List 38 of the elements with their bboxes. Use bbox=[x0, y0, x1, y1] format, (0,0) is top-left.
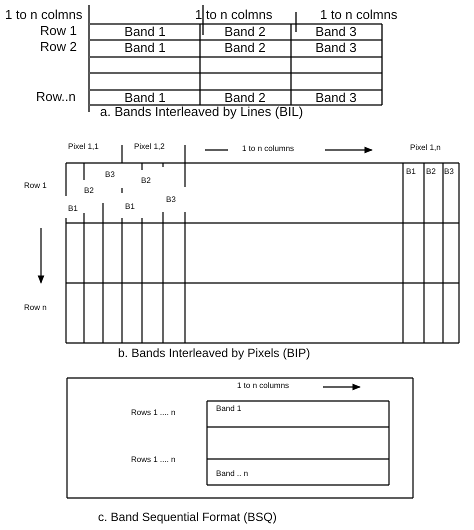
column-label: 1 to n colmns bbox=[5, 8, 82, 21]
cell-text: Band 3 bbox=[315, 25, 357, 38]
band-label: B3 bbox=[105, 171, 115, 179]
row-label: Row 2 bbox=[40, 40, 77, 53]
band-label: B2 bbox=[426, 168, 436, 176]
row-label: Row 1 bbox=[24, 182, 47, 190]
cell-text: Band 1 bbox=[124, 91, 166, 104]
column-label: 1 to n colmns bbox=[195, 8, 272, 21]
axis-label: 1 to n columns bbox=[242, 145, 294, 153]
column-label: 1 to n colmns bbox=[320, 8, 398, 21]
band-label: Band .. n bbox=[216, 470, 248, 478]
band-label: Band 1 bbox=[216, 405, 242, 413]
cell-text: Band 1 bbox=[124, 25, 166, 38]
pixel-label: Pixel 1,n bbox=[410, 144, 441, 152]
axis-label: 1 to n columns bbox=[237, 382, 290, 390]
band-label: B1 bbox=[68, 205, 78, 213]
caption: a. Bands Interleaved by Lines (BIL) bbox=[100, 105, 304, 118]
cell-text: Band 3 bbox=[315, 41, 357, 54]
row-label: Rows 1 .... n bbox=[131, 456, 176, 464]
band-label: B3 bbox=[444, 168, 454, 176]
row-label: Row n bbox=[24, 304, 47, 312]
pixel-label: Pixel 1,1 bbox=[68, 143, 99, 151]
row-label: Rows 1 .... n bbox=[131, 409, 176, 417]
caption: b. Bands Interleaved by Pixels (BIP) bbox=[118, 347, 310, 359]
cell-text: Band 2 bbox=[224, 25, 266, 38]
cell-text: Band 1 bbox=[124, 41, 166, 54]
row-label: Row..n bbox=[36, 90, 76, 103]
band-label: B2 bbox=[84, 187, 94, 195]
cell-text: Band 3 bbox=[315, 91, 357, 104]
cell-text: Band 2 bbox=[224, 41, 266, 54]
caption: c. Band Sequential Format (BSQ) bbox=[98, 511, 277, 523]
band-label: B2 bbox=[141, 177, 151, 185]
pixel-label: Pixel 1,2 bbox=[134, 143, 165, 151]
band-label: B3 bbox=[166, 196, 176, 204]
band-label: B1 bbox=[125, 203, 135, 211]
band-label: B1 bbox=[406, 168, 416, 176]
row-label: Row 1 bbox=[40, 24, 77, 37]
cell-text: Band 2 bbox=[224, 91, 266, 104]
